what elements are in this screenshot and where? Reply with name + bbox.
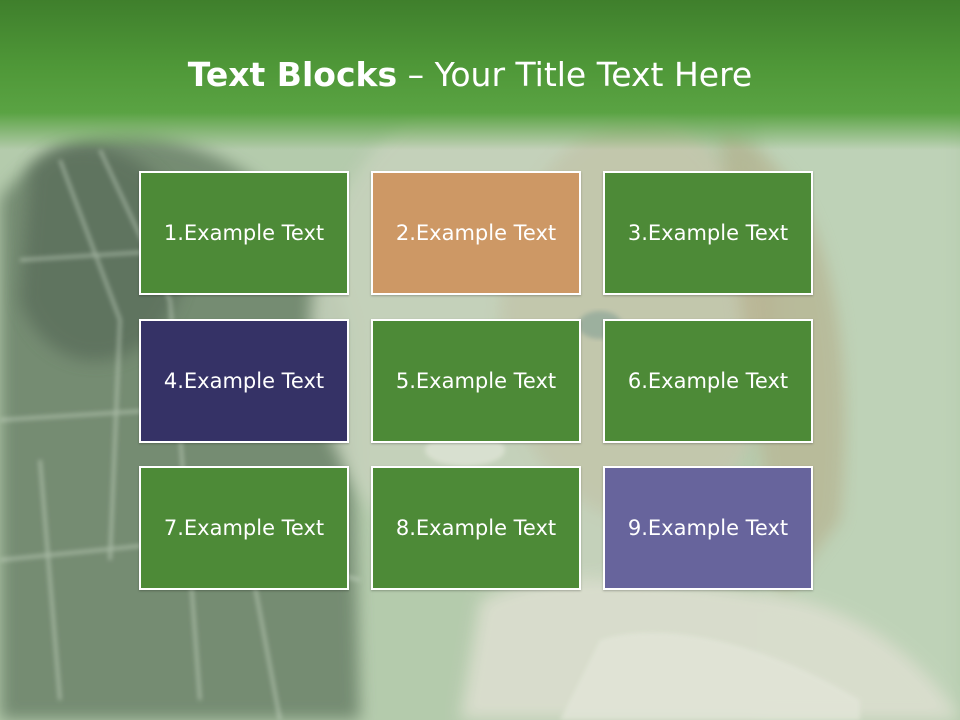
text-block-2[interactable]: 2.Example Text: [371, 171, 581, 295]
text-block-label: 4.Example Text: [163, 369, 325, 393]
text-block-1[interactable]: 1.Example Text: [139, 171, 349, 295]
slide-title: Text Blocks – Your Title Text Here: [0, 52, 940, 98]
text-block-label: 3.Example Text: [627, 221, 789, 245]
text-block-7[interactable]: 7.Example Text: [139, 466, 349, 590]
text-block-8[interactable]: 8.Example Text: [371, 466, 581, 590]
title-rest: Your Title Text Here: [434, 55, 753, 94]
text-block-label: 5.Example Text: [395, 369, 557, 393]
title-bold: Text Blocks: [187, 55, 398, 94]
text-block-3[interactable]: 3.Example Text: [603, 171, 813, 295]
text-block-9[interactable]: 9.Example Text: [603, 466, 813, 590]
text-block-6[interactable]: 6.Example Text: [603, 319, 813, 443]
title-separator: –: [397, 55, 435, 94]
text-block-label: 9.Example Text: [627, 516, 789, 540]
text-block-label: 2.Example Text: [395, 221, 557, 245]
text-block-5[interactable]: 5.Example Text: [371, 319, 581, 443]
title-bar: [0, 0, 960, 150]
text-block-label: 1.Example Text: [163, 221, 325, 245]
text-block-label: 8.Example Text: [395, 516, 557, 540]
text-block-label: 6.Example Text: [627, 369, 789, 393]
text-block-4[interactable]: 4.Example Text: [139, 319, 349, 443]
text-block-label: 7.Example Text: [163, 516, 325, 540]
